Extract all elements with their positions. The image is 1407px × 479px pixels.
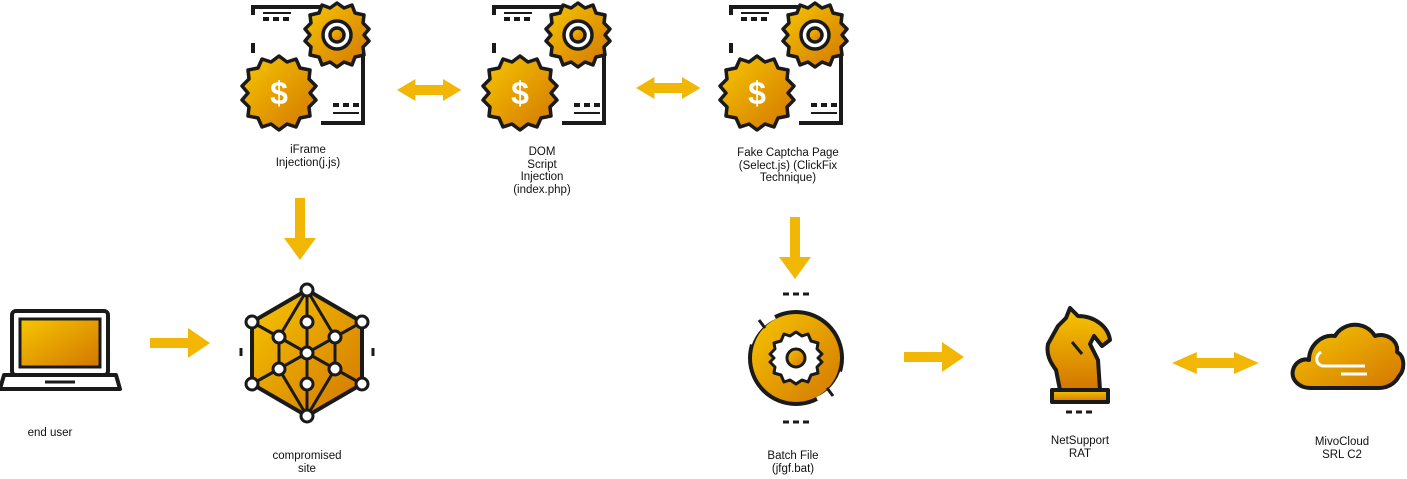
laptop-icon — [0, 309, 122, 391]
arrow-enduser-site — [150, 328, 210, 358]
gears-dollar-document-icon — [240, 1, 371, 132]
node-end-user: end user — [0, 305, 130, 445]
hexagon-network-icon — [239, 282, 375, 424]
gears-dollar-document-icon — [718, 1, 849, 132]
arrow-rat-mivocloud — [1172, 352, 1259, 374]
node-end-user-label: end user — [27, 427, 73, 439]
chess-knight-icon — [1045, 306, 1112, 414]
arrow-batch-rat — [904, 342, 964, 372]
arrow-dom-captcha — [636, 77, 701, 99]
node-batch: Batch File(jfgf.bat) — [735, 290, 865, 479]
arrow-iframe-dom — [397, 79, 462, 101]
arrow-captcha-batch — [779, 217, 811, 279]
node-batch-label: Batch File(jfgf.bat) — [767, 450, 819, 475]
gear-cycle-icon — [748, 292, 844, 424]
gears-dollar-document-icon — [481, 1, 612, 132]
arrow-iframe-site — [284, 198, 316, 260]
cloud-icon — [1290, 322, 1406, 390]
